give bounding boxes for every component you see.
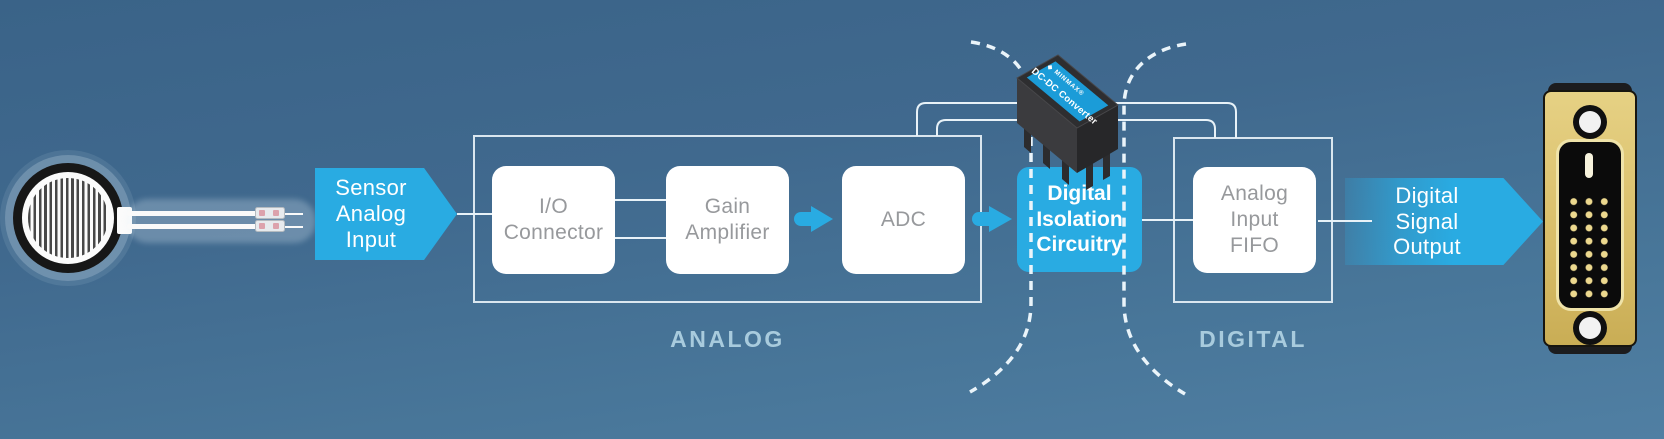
converter-pin (1043, 136, 1050, 169)
sensor-pad-mark (259, 210, 265, 216)
sensor-pad-mark (259, 223, 265, 229)
dvi-blade-slot (1585, 153, 1593, 178)
dvi-connector (1543, 83, 1637, 354)
sensor-lead-tip (283, 226, 303, 228)
block-adc: ADC (842, 166, 965, 274)
analog-section-label: ANALOG (670, 326, 785, 352)
dvi-screw-hole-inner (1579, 111, 1601, 133)
dvi-screw-hole-inner (1579, 317, 1601, 339)
sensor-stripes (28, 178, 108, 258)
dvi-pin-grid (1566, 195, 1612, 301)
input-arrow-label: Sensor Analog Input (335, 175, 407, 252)
converter-brand: MINMAX® (1053, 68, 1086, 98)
block-io-connector: I/O Connector (492, 166, 615, 274)
minmax-logo-icon: ◆ (1045, 63, 1055, 73)
flow-arrow-icon (989, 206, 1012, 232)
sensor-lead-tip (283, 213, 303, 215)
dvi-screw-hole-bottom (1573, 311, 1607, 345)
converter-label-band (1026, 61, 1109, 122)
block-gain-amplifier: Gain Amplifier (666, 166, 789, 274)
converter-top-face (1016, 54, 1119, 129)
sensor-pad-mark (273, 210, 279, 216)
signal-wire-outer (916, 102, 1237, 138)
sensor-lead (127, 224, 285, 229)
block-digital-isolation: Digital Isolation Circuitry (1017, 167, 1142, 272)
digital-signal-output-arrow: Digital Signal Output (1345, 178, 1543, 265)
converter-label: DC-DC Converter (1029, 66, 1099, 128)
sensor-lead-glow (126, 199, 316, 243)
dvi-screw-hole-top (1573, 105, 1607, 139)
block-analog-input-fifo: Analog Input FIFO (1193, 167, 1316, 273)
converter-face-right (1077, 105, 1118, 173)
output-arrow-label: Digital Signal Output (1393, 182, 1461, 260)
converter-face-left (1017, 78, 1077, 173)
sensor-pad-mark (273, 223, 279, 229)
sensor-lead (127, 211, 285, 216)
digital-section-label: DIGITAL (1199, 326, 1307, 352)
sensor-analog-input-arrow: Sensor Analog Input (315, 168, 457, 260)
converter-pin (1024, 120, 1031, 153)
